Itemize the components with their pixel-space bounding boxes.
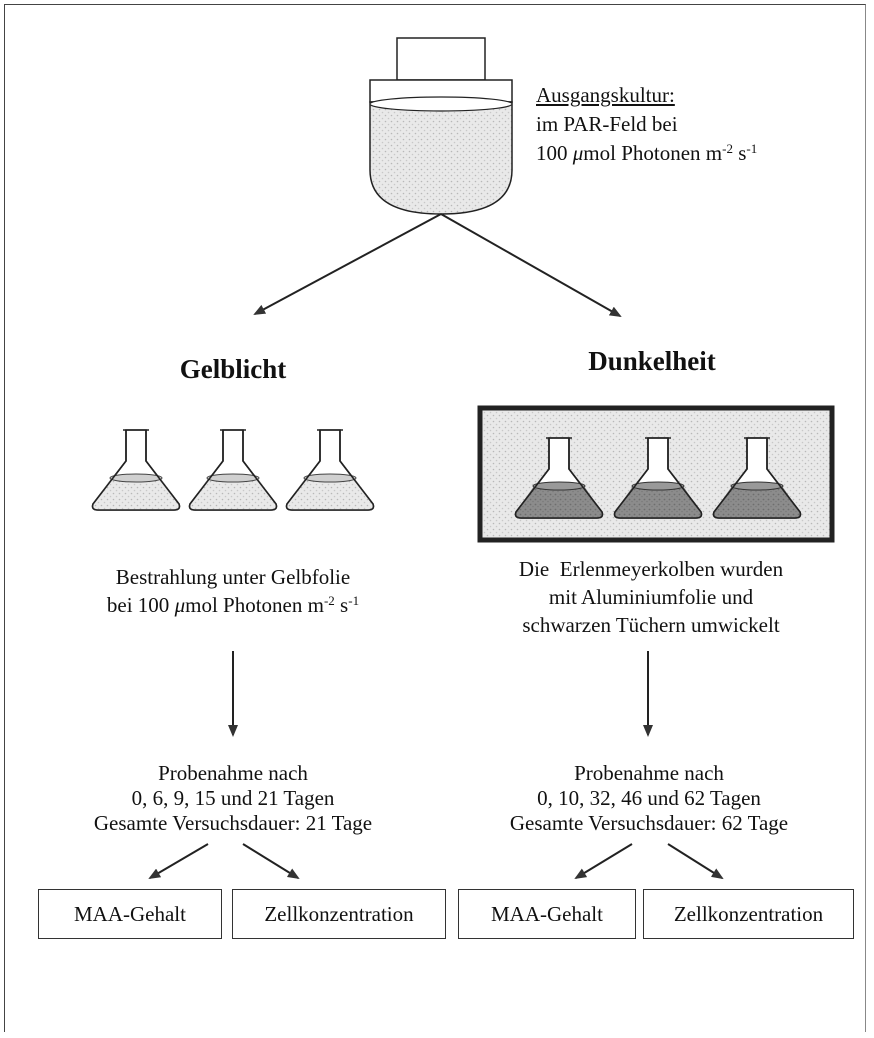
left-cell-concentration-box: Zellkonzentration <box>232 889 446 939</box>
right-desc-line2: mit Aluminiumfolie und <box>548 585 754 609</box>
left-sampling-line2: 0, 6, 9, 15 und 21 Tagen <box>131 786 335 810</box>
flask-icon <box>188 429 278 511</box>
flask-icon <box>91 429 181 511</box>
flask-icon <box>613 437 703 519</box>
right-desc-line3: schwarzen Tüchern umwickelt <box>522 613 780 637</box>
arrow-to-left-cells <box>242 843 300 880</box>
arrow-to-right <box>440 213 622 317</box>
left-sampling-line3: Gesamte Versuchsdauer: 21 Tage <box>93 811 373 835</box>
right-desc-line1: Die Erlenmeyerkolben wurden <box>518 557 784 581</box>
right-sampling-line3: Gesamte Versuchsdauer: 62 Tage <box>509 811 789 835</box>
left-maa-box: MAA-Gehalt <box>38 889 222 939</box>
arrow-to-right-maa <box>574 843 633 880</box>
left-sampling-line1: Probenahme nach <box>158 761 308 785</box>
right-maa-box: MAA-Gehalt <box>458 889 636 939</box>
right-sampling-line1: Probenahme nach <box>574 761 724 785</box>
figure-frame <box>4 4 866 1032</box>
left-desc-line1: Bestrahlung unter Gelbfolie <box>115 565 351 589</box>
start-culture-line1: im PAR-Feld bei <box>536 112 678 136</box>
start-culture-line2: 100 μmol Photonen m-2 s-1 <box>536 141 758 165</box>
flask-icon <box>514 437 604 519</box>
arrow-to-left <box>253 213 442 315</box>
left-desc-line2: bei 100 μmol Photonen m-2 s-1 <box>106 593 360 617</box>
start-culture-title: Ausgangskultur: <box>536 83 675 107</box>
arrow-to-left-maa <box>148 843 209 880</box>
heading-darkness: Dunkelheit <box>588 346 716 376</box>
culture-vessel-icon <box>369 37 513 215</box>
flask-icon <box>285 429 375 511</box>
right-cell-concentration-box: Zellkonzentration <box>643 889 854 939</box>
right-sampling-line2: 0, 10, 32, 46 und 62 Tagen <box>537 786 761 810</box>
arrow-to-right-cells <box>667 843 724 880</box>
heading-yellow-light: Gelblicht <box>179 354 287 384</box>
flask-icon <box>712 437 802 519</box>
